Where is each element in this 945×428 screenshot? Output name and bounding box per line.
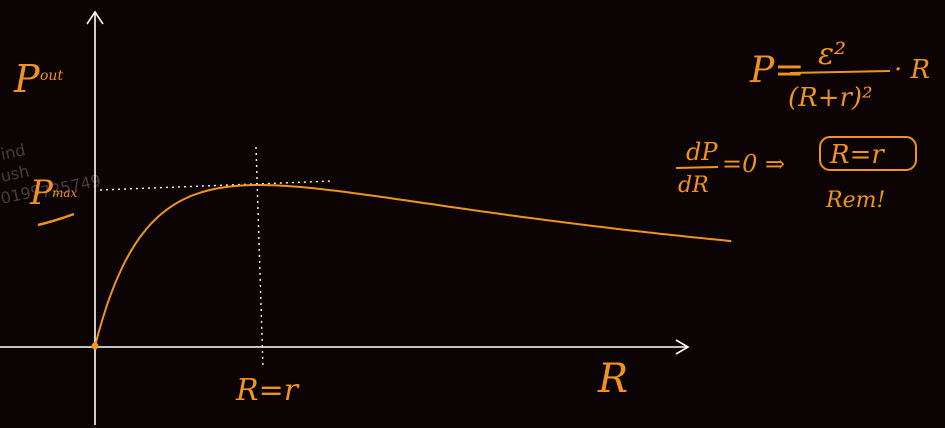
boxed-result-frame [819,136,917,171]
power-formula-tail: · R [894,55,930,85]
power-formula: P= ε² (R+r)² · R [749,37,930,113]
y-axis-arrowhead [86,10,104,25]
power-formula-denominator: (R+r)² [788,83,873,113]
power-formula-fraction-bar [789,70,891,74]
pmax-label-main: P [29,173,54,213]
power-formula-lhs: P= [749,50,804,91]
boxed-result: R=r [829,140,885,170]
derivative-rhs: =0 ⇒ [722,150,785,178]
pmax-underline [37,212,75,227]
x-axis-arrowhead [675,339,690,355]
pmax-label-subscript: max [52,186,78,200]
x-axis-label: R [597,356,628,402]
remember-note: Rem! [825,188,885,213]
derivative-fraction-bar [675,166,719,169]
derivative-condition: dP dR =0 ⇒ R=r Rem! [675,136,917,213]
r-equals-r-label: R=r [235,373,300,408]
pmax-label: P max [29,173,78,227]
derivative-denominator: dR [678,173,709,198]
r-equals-r-guide-line [255,146,264,369]
origin-dot [91,342,99,350]
power-curve [94,184,732,347]
y-axis-label-main: P [13,57,41,101]
y-axis-label: P out [13,57,63,101]
y-axis-label-subscript: out [40,68,63,84]
power-formula-numerator: ε² [818,37,846,72]
watermark-line-1: ind [0,140,27,164]
derivative-numerator: dP [686,138,718,166]
